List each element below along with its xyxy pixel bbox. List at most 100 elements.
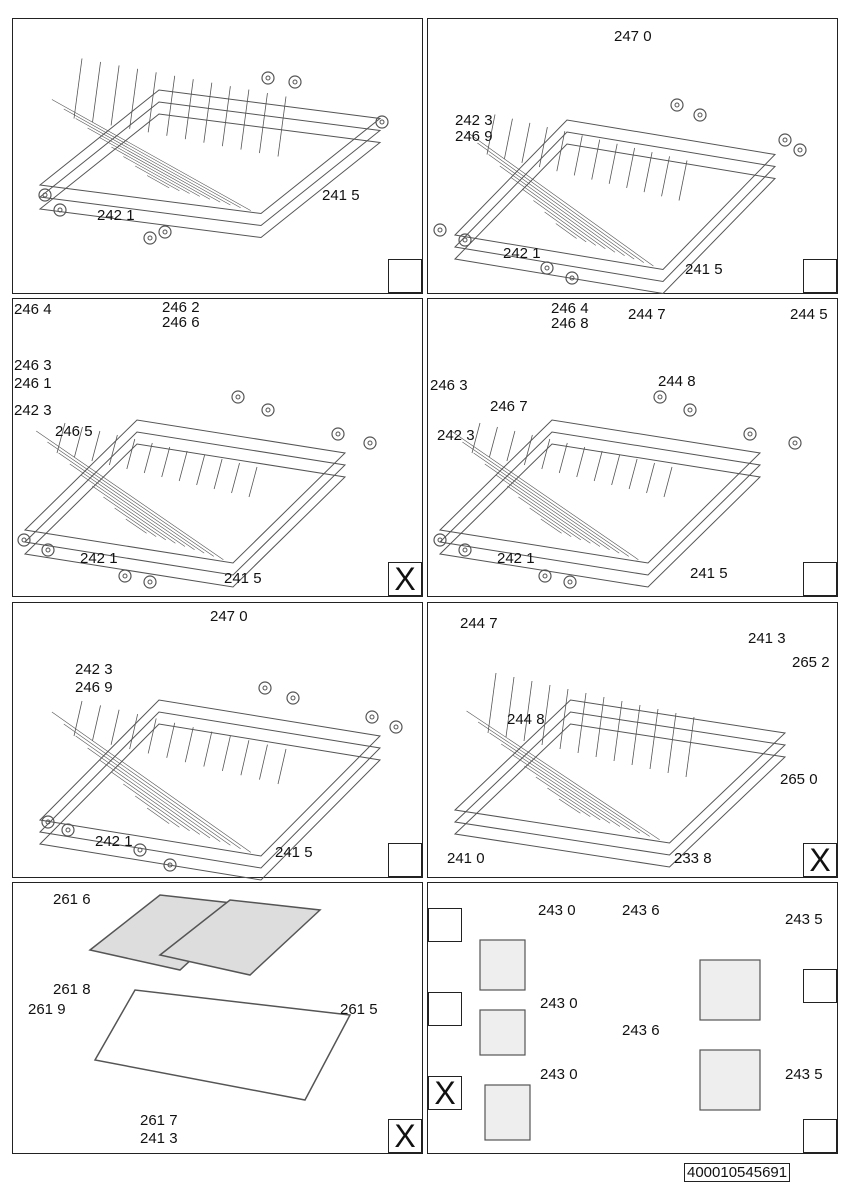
part-label: 242 1: [97, 207, 135, 224]
wheel-icon: [363, 436, 377, 450]
basket-tine: [523, 680, 533, 742]
part-label: 261 6: [53, 891, 91, 908]
marker-box: [803, 562, 837, 596]
wheel-icon: [45, 819, 51, 825]
basket-wire: [438, 419, 762, 564]
wheel-icon: [389, 720, 403, 734]
part-label: 246 3: [14, 357, 52, 374]
basket-tine: [541, 684, 551, 746]
basket-tine: [626, 147, 636, 189]
marker-box: X: [803, 843, 837, 877]
wheel-icon: [21, 537, 27, 543]
wheel-icon: [118, 569, 132, 583]
wheel-icon: [147, 235, 153, 241]
wheel-icon: [569, 275, 575, 281]
wheel-icon: [788, 436, 802, 450]
basket-tine: [685, 716, 695, 778]
wheel-icon: [797, 147, 803, 153]
wheel-icon: [42, 192, 48, 198]
basket-tine: [591, 139, 601, 180]
basket-wire: [146, 807, 170, 824]
basket-tine: [608, 143, 618, 184]
basket-tine: [73, 700, 83, 737]
wheel-icon: [61, 823, 75, 837]
wheel-icon: [65, 827, 71, 833]
basket-tine: [129, 714, 139, 750]
wheel-icon: [567, 579, 573, 585]
panel-upper-basket-5: [12, 602, 423, 878]
basket-wire: [36, 430, 224, 560]
basket-tine: [147, 718, 157, 754]
wheel-icon: [687, 407, 693, 413]
part-label: 241 5: [322, 187, 360, 204]
basket-tine: [667, 712, 677, 774]
basket-tine: [129, 68, 139, 129]
basket-wire: [103, 496, 166, 541]
basket-wire: [462, 441, 629, 557]
wheel-icon: [697, 112, 703, 118]
wheel-icon: [17, 533, 31, 547]
basket-tine: [559, 688, 569, 750]
marker-box: X: [388, 562, 422, 596]
basket-tine: [184, 727, 194, 763]
part-label: 244 8: [658, 373, 696, 390]
wheel-icon: [375, 115, 389, 129]
wheel-icon: [437, 227, 443, 233]
basket-wire: [558, 798, 581, 814]
part-label: 243 0: [538, 902, 576, 919]
basket-tine: [573, 135, 583, 176]
basket-tine: [166, 722, 176, 758]
basket-tine: [471, 422, 481, 454]
wheel-icon: [653, 390, 667, 404]
marker-box: [388, 843, 422, 877]
part-label: 261 7: [140, 1112, 178, 1129]
wheel-icon: [674, 102, 680, 108]
basket-wire: [453, 131, 777, 283]
panel-upper-basket-1: [12, 18, 423, 294]
basket-wire: [547, 787, 591, 817]
wheel-icon: [262, 685, 268, 691]
wheel-icon: [133, 843, 147, 857]
part-label: 241 0: [447, 850, 485, 867]
basket-wire: [501, 743, 631, 831]
basket-tine: [231, 462, 240, 494]
basket-tine: [259, 744, 268, 780]
basket-tine: [277, 96, 287, 157]
basket-tine: [196, 454, 206, 486]
basket-tine: [248, 466, 258, 498]
basket-tine: [611, 454, 621, 486]
basket-wire: [23, 419, 347, 564]
part-label: 265 2: [792, 654, 830, 671]
wheel-icon: [458, 543, 472, 557]
wheel-icon: [462, 547, 468, 553]
wheel-icon: [433, 223, 447, 237]
part-label: 243 6: [622, 1022, 660, 1039]
wheel-icon: [162, 229, 168, 235]
basket-wire: [23, 431, 347, 576]
part-label: 246 2: [162, 299, 200, 316]
marker-box: [388, 259, 422, 293]
basket-tine: [538, 126, 548, 168]
basket-wire: [63, 723, 241, 850]
part-label: 242 3: [437, 427, 475, 444]
wheel-icon: [693, 108, 707, 122]
basket-tine: [92, 705, 101, 741]
basket-tine: [643, 152, 653, 193]
basket-tine: [143, 442, 153, 474]
wheel-icon: [743, 427, 757, 441]
part-label: 246 3: [430, 377, 468, 394]
basket-tine: [126, 438, 136, 470]
basket-wire: [87, 747, 221, 842]
basket-wire: [522, 188, 606, 250]
wheel-icon: [369, 714, 375, 720]
marker-box: X: [428, 1076, 462, 1110]
basket-wire: [75, 118, 231, 206]
panel-upper-basket-3: [12, 298, 423, 597]
part-label: 242 1: [80, 550, 118, 567]
basket-wire: [438, 431, 762, 576]
basket-wire: [466, 710, 660, 840]
document-code: 400010545691: [684, 1163, 791, 1182]
panel-upper-basket-4: [427, 298, 838, 597]
basket-tine: [108, 434, 118, 466]
basket-tine: [556, 131, 566, 172]
